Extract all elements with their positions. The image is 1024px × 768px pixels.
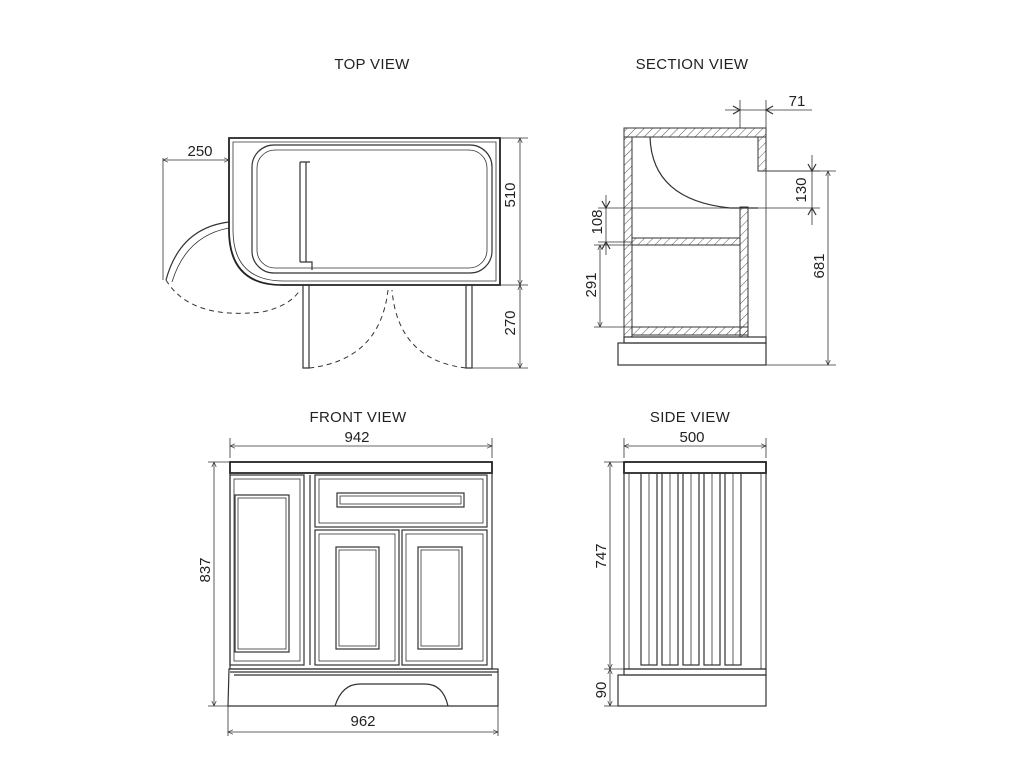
dim-leg-clearance: 270 xyxy=(502,310,519,335)
front-view: FRONT VIEW 942 xyxy=(197,409,499,736)
front-view-title: FRONT VIEW xyxy=(310,409,407,426)
side-panel-slats xyxy=(640,472,742,666)
dim-depth: 510 xyxy=(502,182,519,207)
basin-outline xyxy=(251,144,493,274)
dim-basin-depth: 130 xyxy=(793,177,810,202)
dim-front-height: 837 xyxy=(197,557,214,582)
side-view-title: SIDE VIEW xyxy=(650,409,731,426)
top-view-outline xyxy=(228,137,501,286)
top-view-title: TOP VIEW xyxy=(334,56,410,73)
dim-lower-height: 291 xyxy=(583,272,600,297)
dim-side-width: 500 xyxy=(679,429,704,446)
dim-shelf-gap: 108 xyxy=(589,209,606,234)
top-view: TOP VIEW 250 510 270 xyxy=(163,56,528,369)
dim-plinth-height: 90 xyxy=(593,682,610,699)
side-view: SIDE VIEW 500 747 xyxy=(593,409,767,707)
dim-total-height: 681 xyxy=(811,253,828,278)
section-view-title: SECTION VIEW xyxy=(636,56,749,73)
dim-base-width: 962 xyxy=(350,713,375,730)
section-view: SECTION VIEW 71 130 681 xyxy=(583,56,836,366)
door-swing-arc xyxy=(165,221,230,281)
dim-top-overhang: 71 xyxy=(789,93,806,110)
dim-top-width: 942 xyxy=(344,429,369,446)
dim-side-body-height: 747 xyxy=(593,543,610,568)
dim-door-swing: 250 xyxy=(187,143,212,160)
